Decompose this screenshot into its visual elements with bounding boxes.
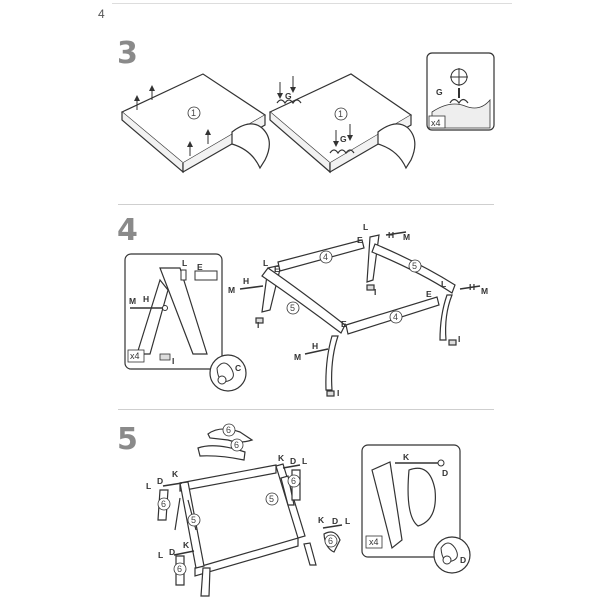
step3-cushion-left xyxy=(120,73,270,174)
step4-bolts xyxy=(239,231,481,355)
step5-detail-label-k: K xyxy=(403,452,410,462)
step4-label-e: E xyxy=(341,319,347,329)
step5-part-label: 5 xyxy=(269,494,274,504)
step5-label-d: D xyxy=(290,456,296,466)
step4-detail-label-l: L xyxy=(182,258,187,268)
step3-left-arrows xyxy=(134,85,211,156)
step3-right-part-label: 1 xyxy=(338,109,343,119)
step3-detail-box xyxy=(426,52,495,131)
step5-part-labels xyxy=(157,423,338,576)
step4-part-label: 4 xyxy=(323,252,328,262)
step4-detail-label-h: H xyxy=(143,294,149,304)
step5-label-d: D xyxy=(332,516,338,526)
step-number-5: 5 xyxy=(117,422,138,457)
step5-label-k: K xyxy=(318,515,325,525)
step5-part-label: 6 xyxy=(161,499,166,509)
step3-left-part-label: 1 xyxy=(191,108,196,118)
step5-detail-label-d: D xyxy=(460,555,466,565)
step4-frame xyxy=(255,234,457,397)
step4-detail-label-c: C xyxy=(235,363,241,373)
step4-label-l: L xyxy=(263,258,268,268)
step4-label-e: E xyxy=(357,235,363,245)
step4-label-m: M xyxy=(294,352,301,362)
top-rule xyxy=(112,3,512,4)
step5-part-label: 6 xyxy=(234,440,239,450)
step4-label-e: E xyxy=(426,289,432,299)
step5-label-k: K xyxy=(172,469,179,479)
step5-bolts xyxy=(162,464,343,556)
step4-detail-label-e: E xyxy=(197,262,203,272)
page-number: 4 xyxy=(98,7,105,21)
step4-detail-box xyxy=(124,253,247,392)
step3-right-arrows xyxy=(277,76,353,147)
step4-label-e: E xyxy=(274,264,280,274)
step4-part-label: 5 xyxy=(412,261,417,271)
step5-label-l: L xyxy=(345,516,350,526)
step4-label-h: H xyxy=(469,282,475,292)
step4-label-m: M xyxy=(481,286,488,296)
step-separator xyxy=(118,204,494,205)
step5-label-k: K xyxy=(183,540,190,550)
step4-detail-label-m: M xyxy=(129,296,136,306)
step5-part-label: 6 xyxy=(328,536,333,546)
step3-label-g-top: G xyxy=(285,91,292,101)
step5-label-l: L xyxy=(302,456,307,466)
step4-label-m: M xyxy=(403,232,410,242)
step4-part-label: 5 xyxy=(290,303,295,313)
step5-label-l: L xyxy=(146,481,151,491)
step5-quantity: x4 xyxy=(369,537,379,547)
step5-detail-box xyxy=(361,444,471,574)
step3-detail-label-g: G xyxy=(436,87,443,97)
step4-label-l: L xyxy=(363,222,368,232)
step5-detail-label-d: D xyxy=(442,468,448,478)
step4-label-i: I xyxy=(458,334,460,344)
step4-label-i: I xyxy=(257,320,259,330)
step-number-4: 4 xyxy=(117,213,138,248)
step3-cushion-right xyxy=(268,73,416,174)
step4-label-h: H xyxy=(312,341,318,351)
step4-label-i: I xyxy=(337,388,339,398)
step4-detail-label-i: I xyxy=(172,356,174,366)
step3-label-g-bottom: G xyxy=(340,134,347,144)
step-separator xyxy=(118,409,494,410)
step4-label-m: M xyxy=(228,285,235,295)
step5-part-label: 6 xyxy=(177,564,182,574)
step5-label-k: K xyxy=(278,453,285,463)
step4-label-h: H xyxy=(243,276,249,286)
step4-label-l: L xyxy=(441,279,446,289)
step4-label-i: I xyxy=(374,287,376,297)
step3-quantity: x4 xyxy=(431,118,441,128)
step5-label-d: D xyxy=(157,476,163,486)
step4-label-h: H xyxy=(388,230,394,240)
step4-part-labels xyxy=(286,250,422,324)
step5-label-l: L xyxy=(158,550,163,560)
step5-label-d: D xyxy=(169,547,175,557)
step5-part-label: 5 xyxy=(191,515,196,525)
step5-part-label: 6 xyxy=(226,425,231,435)
step4-quantity: x4 xyxy=(130,351,140,361)
step5-part-label: 6 xyxy=(291,476,296,486)
step-number-3: 3 xyxy=(117,36,138,71)
step4-part-label: 4 xyxy=(393,312,398,322)
